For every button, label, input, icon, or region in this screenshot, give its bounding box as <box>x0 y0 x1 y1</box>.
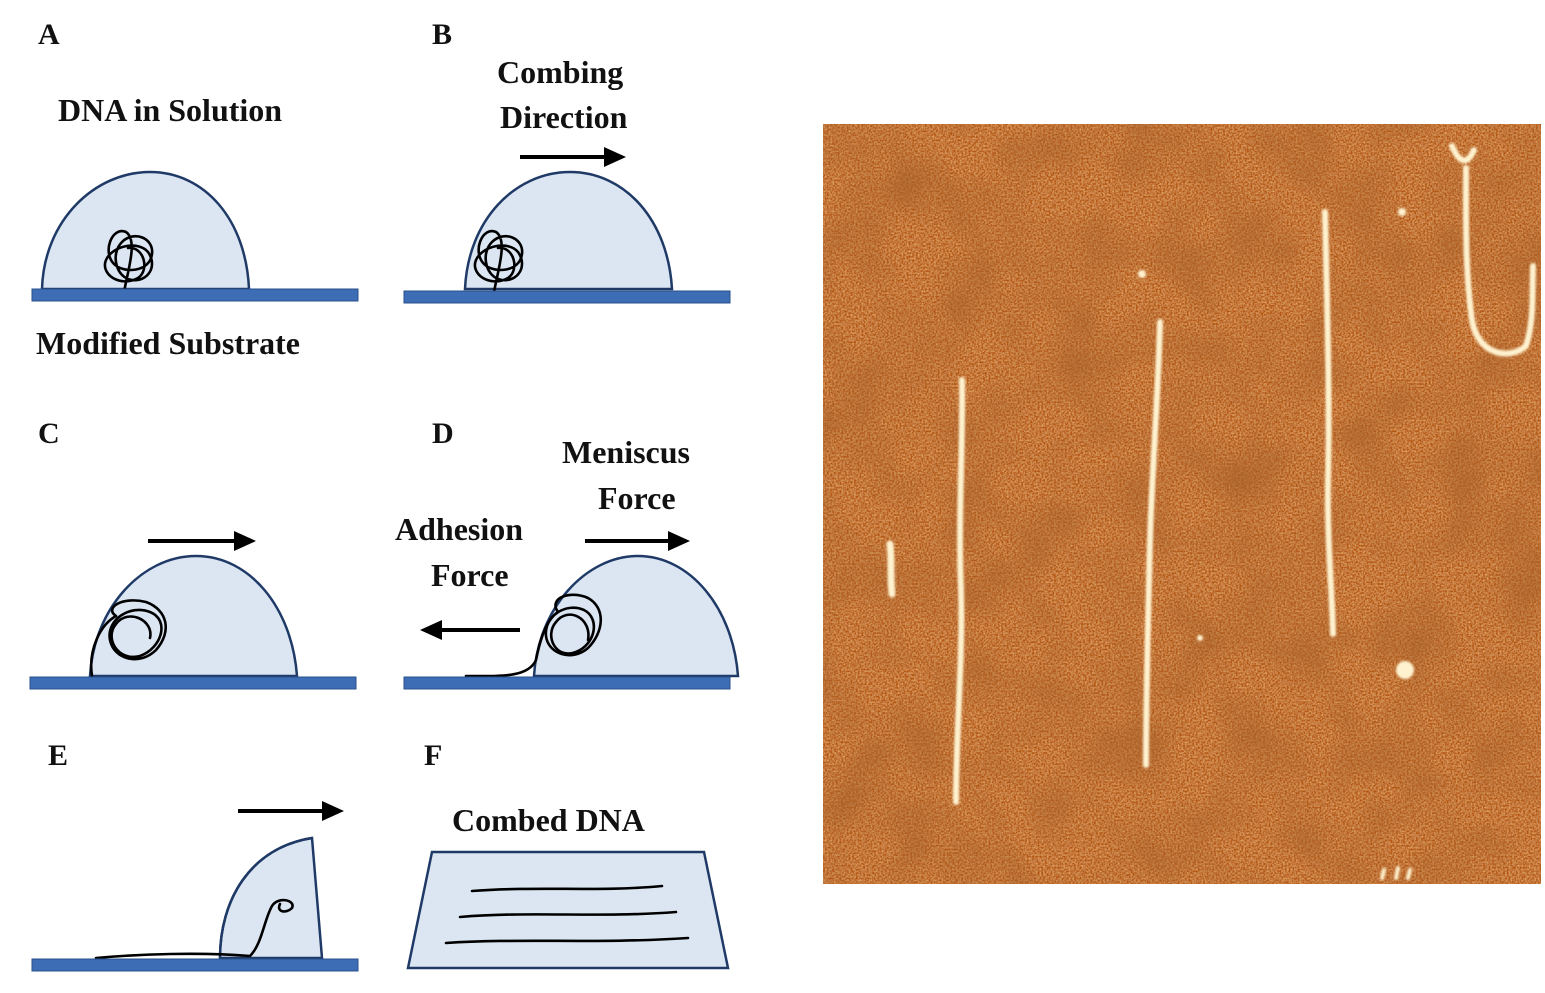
water-droplet <box>40 170 251 291</box>
panel-d: D Meniscus Force Adhesion Force <box>395 417 740 690</box>
left-arrow-icon <box>420 620 520 640</box>
combed-dna-strand <box>470 884 664 893</box>
right-arrow-icon <box>238 801 344 821</box>
substrate-bar <box>31 958 359 972</box>
dna-strand <box>464 593 602 678</box>
dna-in-solution-label: DNA in Solution <box>58 92 282 128</box>
dna-fiber <box>1143 319 1163 768</box>
panel-c: C <box>29 417 357 690</box>
substrate-bar <box>31 288 359 302</box>
panel-letter-a: A <box>38 18 60 51</box>
combing-direction-label-line1: Combing <box>497 54 623 90</box>
dna-strand <box>89 599 167 678</box>
adhesion-force-label-line1: Adhesion <box>395 511 523 547</box>
particle <box>1398 208 1406 216</box>
receding-droplet-edge <box>218 836 313 959</box>
combing-direction-label-line2: Direction <box>500 99 628 135</box>
particle <box>1197 635 1203 641</box>
panel-letter-f: F <box>424 739 442 772</box>
dna-fiber <box>1322 209 1336 637</box>
panel-a: A DNA in Solution Modified Substrate <box>31 18 359 361</box>
panel-letter-b: B <box>432 18 452 51</box>
panel-e: E <box>31 739 359 972</box>
afm-background <box>823 124 1541 884</box>
panel-letter-d: D <box>432 417 454 450</box>
water-droplet <box>88 554 299 678</box>
dna-fiber <box>953 377 966 805</box>
dna-coil <box>103 229 154 294</box>
particle <box>1138 270 1146 278</box>
dna-fragment <box>886 540 896 598</box>
substrate-surface <box>406 850 730 970</box>
combed-dna-strand <box>444 936 690 945</box>
meniscus-force-label-line1: Meniscus <box>562 434 690 470</box>
substrate-bar <box>29 676 357 690</box>
substrate-bar <box>403 290 731 304</box>
right-arrow-icon <box>520 147 626 167</box>
dna-coil <box>473 229 524 294</box>
substrate-bar <box>403 676 731 690</box>
panel-letter-c: C <box>38 417 60 450</box>
dna-strand <box>94 898 294 960</box>
particle <box>1396 661 1414 679</box>
combed-dna-label: Combed DNA <box>452 802 645 838</box>
combed-dna-strand <box>458 910 678 919</box>
afm-micrograph <box>823 124 1541 884</box>
water-droplet <box>463 170 674 291</box>
meniscus-force-label-line2: Force <box>598 480 676 516</box>
adhesion-force-label-line2: Force <box>431 557 509 593</box>
panel-f: F Combed DNA <box>406 739 730 970</box>
dna-fiber <box>1449 143 1536 357</box>
modified-substrate-label: Modified Substrate <box>36 325 300 361</box>
right-arrow-icon <box>585 531 690 551</box>
panel-b: B Combing Direction <box>403 18 731 304</box>
panel-letter-e: E <box>48 739 68 772</box>
receding-droplet <box>218 836 324 960</box>
right-arrow-icon <box>148 531 256 551</box>
dna-fragment <box>1380 866 1412 880</box>
